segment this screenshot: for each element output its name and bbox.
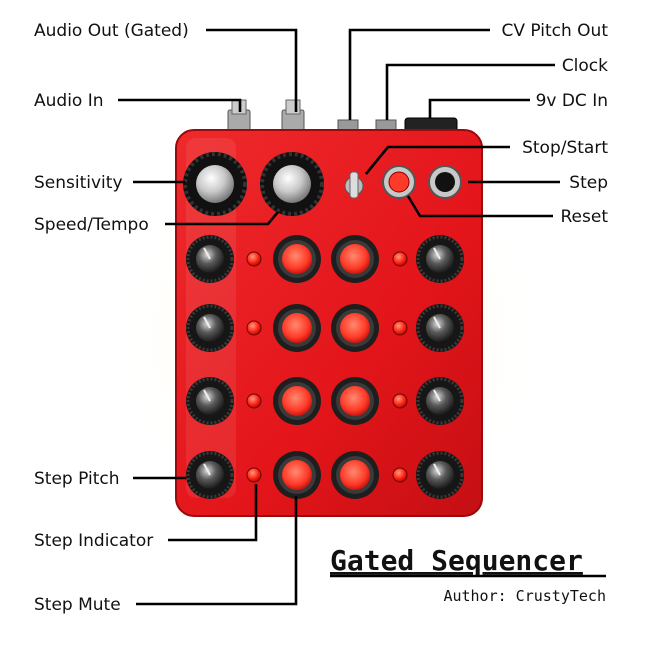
step-indicator-led-r1-right: [392, 251, 408, 267]
speed-tempo-knob[interactable]: [260, 152, 324, 216]
step-mute-button-r3-left[interactable]: [273, 377, 321, 425]
step-pitch-knob-r3-left[interactable]: [186, 377, 234, 425]
step-grid: [186, 235, 464, 499]
audio-out-jack[interactable]: [281, 99, 305, 133]
leader-speed: [165, 211, 279, 226]
reset-button[interactable]: [382, 165, 416, 199]
label-step-pitch: Step Pitch: [34, 469, 120, 489]
step-indicator-led-r4-right: [392, 467, 408, 483]
step-pitch-knob-r4-right[interactable]: [416, 451, 464, 499]
diagram-title: Gated Sequencer: [330, 544, 583, 577]
leader-audio-in: [118, 98, 242, 112]
step-pitch-knob-r3-right[interactable]: [416, 377, 464, 425]
label-dc-in: 9v DC In: [536, 91, 608, 111]
sensitivity-knob[interactable]: [183, 152, 247, 216]
step-mute-button-r3-right[interactable]: [331, 377, 379, 425]
leader-step-mute: [136, 496, 298, 606]
leader-reset: [406, 195, 553, 218]
step-mute-button-r4-left[interactable]: [273, 451, 321, 499]
label-cv-pitch-out: CV Pitch Out: [501, 21, 608, 41]
step-pitch-knob-r2-left[interactable]: [186, 304, 234, 352]
step-pitch-knob-r2-right[interactable]: [416, 304, 464, 352]
leader-audio-out: [206, 28, 298, 112]
leader-step-indicator: [168, 484, 258, 542]
step-pitch-knob-r4-left[interactable]: [186, 451, 234, 499]
step-indicator-led-r4-left: [246, 467, 262, 483]
label-step-indicator: Step Indicator: [34, 531, 153, 551]
label-speed-tempo: Speed/Tempo: [34, 215, 149, 235]
enclosure: [175, 129, 483, 517]
label-step-mute: Step Mute: [34, 595, 121, 615]
step-pitch-knob-r1-left[interactable]: [186, 235, 234, 283]
leader-clock: [385, 63, 555, 120]
leader-lines: [118, 28, 560, 606]
label-stop-start: Stop/Start: [522, 138, 608, 158]
step-button[interactable]: [428, 165, 462, 199]
label-audio-in: Audio In: [34, 91, 104, 111]
author-credit: Author: CrustyTech: [443, 587, 606, 605]
leader-stop-start: [364, 145, 510, 175]
step-mute-button-r2-right[interactable]: [331, 304, 379, 352]
step-mute-button-r1-left[interactable]: [273, 235, 321, 283]
step-mute-button-r4-right[interactable]: [331, 451, 379, 499]
step-mute-button-r2-left[interactable]: [273, 304, 321, 352]
step-mute-button-r1-right[interactable]: [331, 235, 379, 283]
step-indicator-led-r2-right: [392, 320, 408, 336]
step-indicator-led-r3-left: [246, 393, 262, 409]
label-clock: Clock: [562, 56, 608, 76]
step-pitch-knob-r1-right[interactable]: [416, 235, 464, 283]
step-indicator-led-r2-left: [246, 320, 262, 336]
step-indicator-led-r3-right: [392, 393, 408, 409]
label-reset: Reset: [561, 207, 609, 227]
stop-start-toggle[interactable]: [344, 171, 364, 199]
label-sensitivity: Sensitivity: [34, 173, 123, 193]
leader-dc: [428, 98, 530, 118]
label-step: Step: [569, 173, 608, 193]
leader-cv-pitch: [348, 28, 490, 120]
label-audio-out-gated: Audio Out (Gated): [34, 21, 189, 41]
step-indicator-led-r1-left: [246, 251, 262, 267]
